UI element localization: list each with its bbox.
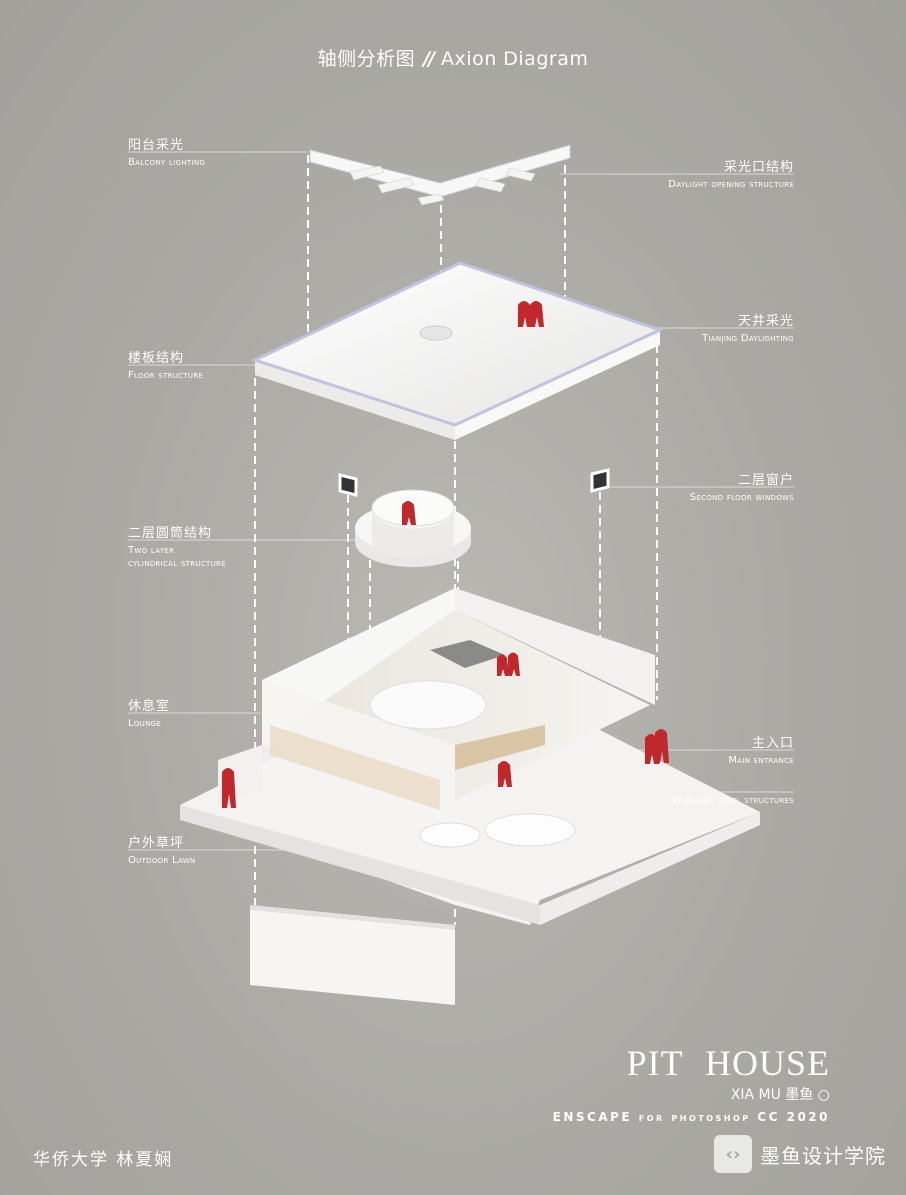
- label-main-entrance: 主入口 Main entrance: [728, 732, 794, 767]
- label-second-floor-windows: 二层窗户 Second floor windows: [690, 469, 794, 504]
- label-en: Tianjing Daylighting: [701, 333, 794, 344]
- label-lounge: 休息室 Lounge: [128, 695, 170, 730]
- label-balcony-lighting: 阳台采光 Balcony lighting: [128, 134, 205, 169]
- cylinder-structure: [355, 489, 471, 567]
- label-en: Two layer: [128, 545, 175, 556]
- page-title: 轴侧分析图 // Axion Diagram: [0, 44, 906, 71]
- title-zh: 轴侧分析图: [317, 48, 416, 70]
- label-en: Balcony lighting: [128, 157, 206, 168]
- label-zh: 阳台采光: [128, 138, 185, 153]
- label-zh: 二层窗户: [737, 473, 794, 488]
- label-zh: 主入口: [751, 736, 794, 751]
- label-en: Daylight opening structure: [668, 179, 794, 190]
- title-separator: //: [423, 48, 435, 70]
- label-en: Lounge: [128, 718, 162, 729]
- label-outdoor-lawn: 户外草坪 Outdoor Lawn: [128, 832, 195, 867]
- ground-floor-model: [180, 588, 760, 925]
- human-figures: [222, 301, 669, 808]
- label-en: Weighing steel structures: [672, 795, 794, 806]
- title-en: Axion Diagram: [441, 48, 589, 70]
- author-credit: 华侨大学 林夏娴: [33, 1150, 174, 1170]
- label-en: Second floor windows: [689, 492, 794, 503]
- label-steel-structures: Weighing steel structures: [672, 791, 794, 807]
- label-tianjing-daylighting: 天井采光 Tianjing Daylighting: [702, 310, 794, 345]
- label-zh: 天井采光: [737, 314, 794, 329]
- foundation-wall-top: [250, 905, 455, 930]
- software-credit: ENSCAPE for photoshop CC 2020: [552, 1110, 830, 1124]
- floor-slab: [250, 261, 665, 440]
- label-floor-structure: 楼板结构 Floor structure: [128, 347, 203, 382]
- label-zh: 户外草坪: [128, 836, 185, 851]
- label-zh: 休息室: [128, 699, 171, 714]
- label-en-2: cylindrical structure: [128, 558, 226, 569]
- project-title: PIT HOUSE: [626, 1043, 830, 1083]
- label-zh: 楼板结构: [128, 351, 185, 366]
- logo-text: 墨鱼设计学院: [760, 1143, 886, 1168]
- label-zh: 二层圆筒结构: [128, 526, 213, 541]
- project-subtitle: XIA MU 墨鱼 ○: [730, 1087, 830, 1103]
- label-en: Main entrance: [728, 755, 794, 766]
- logo-icon: ‹›: [714, 1135, 752, 1173]
- project-brand: PIT HOUSE XIA MU 墨鱼 ○ ENSCAPE for photos…: [553, 1044, 830, 1124]
- label-zh: 采光口结构: [723, 160, 794, 175]
- label-daylight-opening: 采光口结构 Daylight opening structure: [668, 156, 794, 191]
- foundation-wall: [250, 905, 455, 1005]
- balcony-beam: [309, 144, 571, 206]
- watermark-logo: ‹› 墨鱼设计学院: [714, 1135, 886, 1173]
- second-floor-windows: [338, 468, 610, 497]
- label-cylindrical-structure: 二层圆筒结构 Two layer cylindrical structure: [128, 522, 226, 570]
- label-en: Outdoor Lawn: [128, 855, 196, 866]
- label-en: Floor structure: [128, 370, 204, 381]
